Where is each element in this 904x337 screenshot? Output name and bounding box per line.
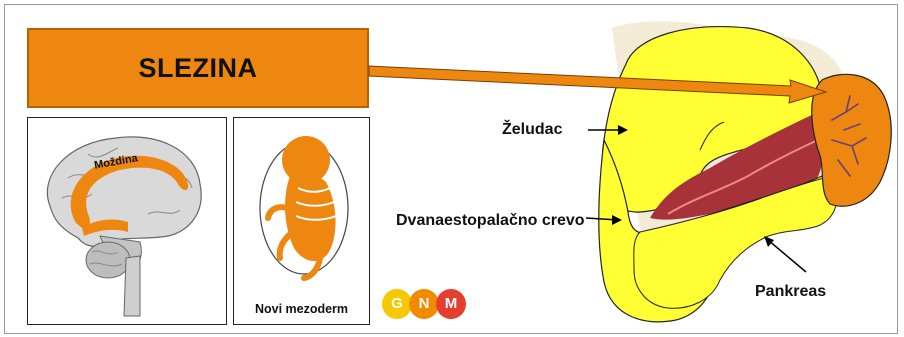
duodenum-label: Dvanaestopalačno crevo (396, 210, 586, 231)
stomach-label: Želudac (502, 121, 562, 139)
pancreas-label: Pankreas (755, 283, 826, 301)
spleen-shape (812, 74, 892, 206)
